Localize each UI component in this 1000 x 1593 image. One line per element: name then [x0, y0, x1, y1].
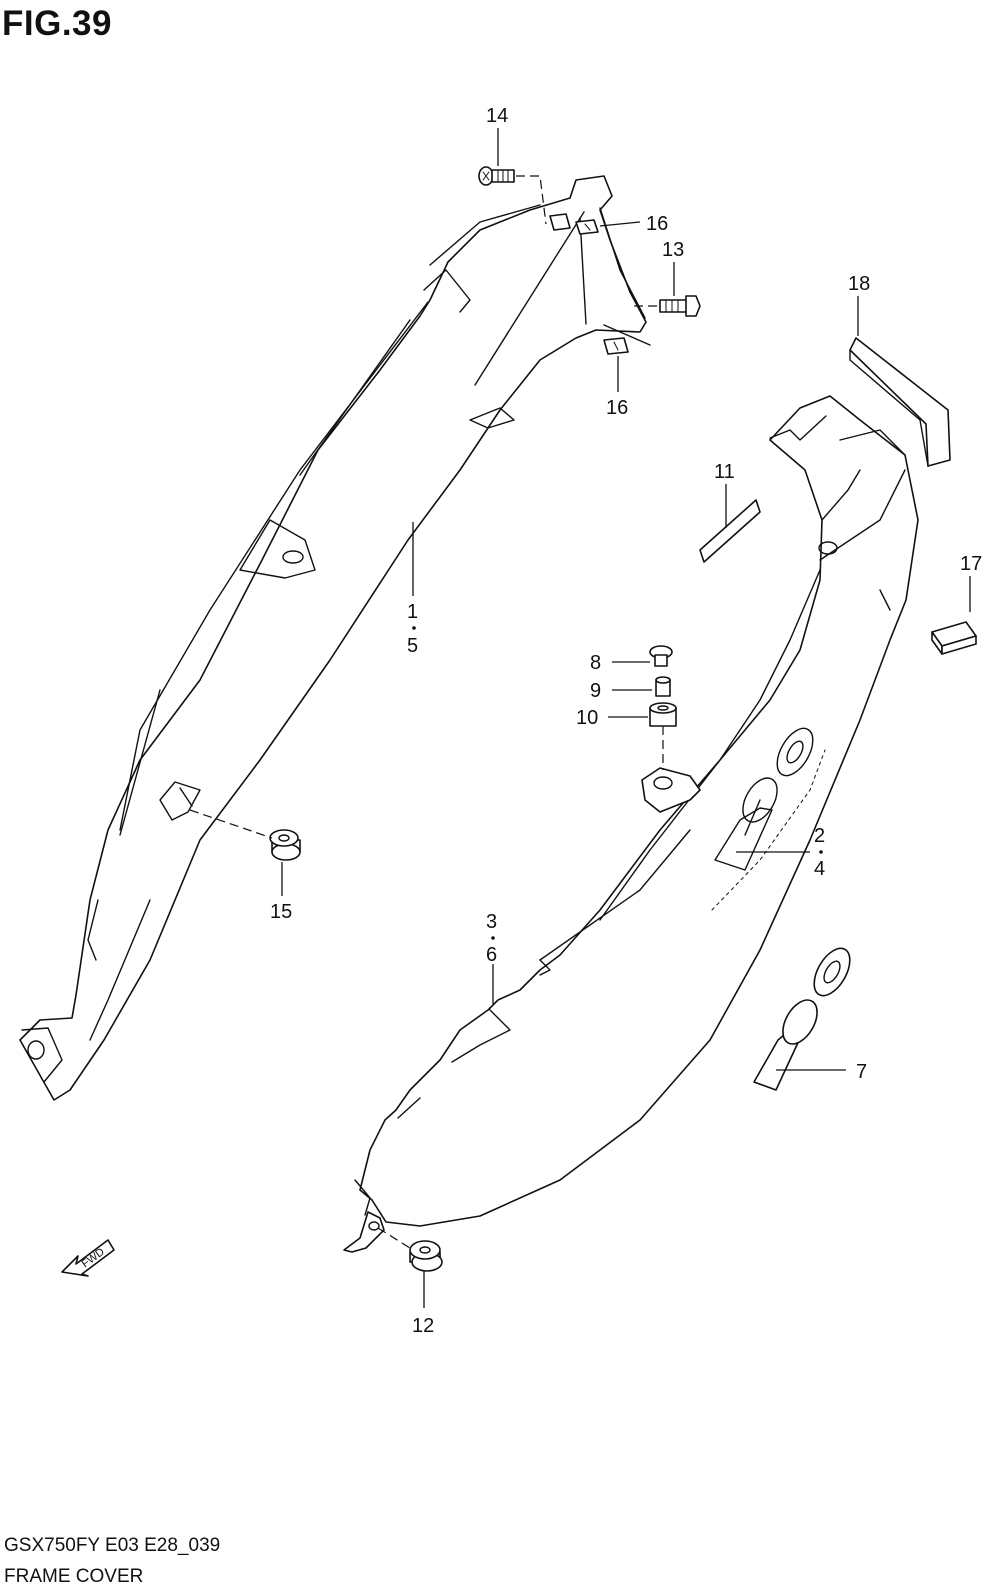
collar-9[interactable] [655, 676, 671, 697]
screw-15[interactable] [478, 166, 515, 186]
right-frame-cover[interactable] [343, 395, 919, 1253]
pad-17[interactable] [931, 621, 977, 655]
callout-15: 14 [486, 105, 508, 127]
trim-18[interactable] [849, 337, 951, 467]
callout-1-5-dot [412, 626, 416, 630]
callout-7: 7 [856, 1061, 867, 1083]
callout-1: 1 [407, 601, 418, 623]
figure-title: FIG.39 [2, 4, 112, 43]
clip-nut-16-upper[interactable] [575, 219, 599, 235]
callout-12: 12 [412, 1315, 434, 1337]
callout-13: 15 [270, 901, 292, 923]
callout-11: 11 [714, 461, 735, 483]
callout-14: 13 [662, 239, 684, 261]
callout-3-6-dot [491, 936, 495, 940]
cushion-10[interactable] [649, 702, 677, 727]
callout-4: 4 [814, 858, 825, 880]
bolt-14[interactable] [659, 295, 701, 317]
emblem-7[interactable] [753, 942, 857, 1091]
callout-2: 2 [814, 825, 825, 847]
clip-nut-16-lower[interactable] [603, 337, 629, 355]
fwd-arrow-icon: FWD [61, 1239, 115, 1277]
model-code: GSX750FY E03 E28_039 [4, 1535, 221, 1556]
callout-16-lower: 16 [606, 397, 628, 419]
left-frame-cover[interactable] [19, 175, 651, 1101]
callout-18: 18 [848, 273, 870, 295]
figure-name: FRAME COVER [4, 1566, 144, 1587]
callout-10: 10 [576, 707, 598, 729]
callout-6: 6 [486, 944, 497, 966]
callout-3: 3 [486, 911, 497, 933]
clip-nut-upper [549, 213, 571, 231]
callout-8: 8 [590, 652, 601, 674]
callout-5: 5 [407, 635, 418, 657]
tape-11[interactable] [699, 499, 761, 563]
cushion-12[interactable] [409, 1240, 443, 1272]
screw-8[interactable] [649, 645, 673, 667]
callout-17: 17 [960, 553, 982, 575]
callout-2-4-dot [819, 850, 823, 854]
callout-16-upper: 16 [646, 213, 668, 235]
cushion-13[interactable] [269, 829, 301, 861]
callout-9: 9 [590, 680, 601, 702]
